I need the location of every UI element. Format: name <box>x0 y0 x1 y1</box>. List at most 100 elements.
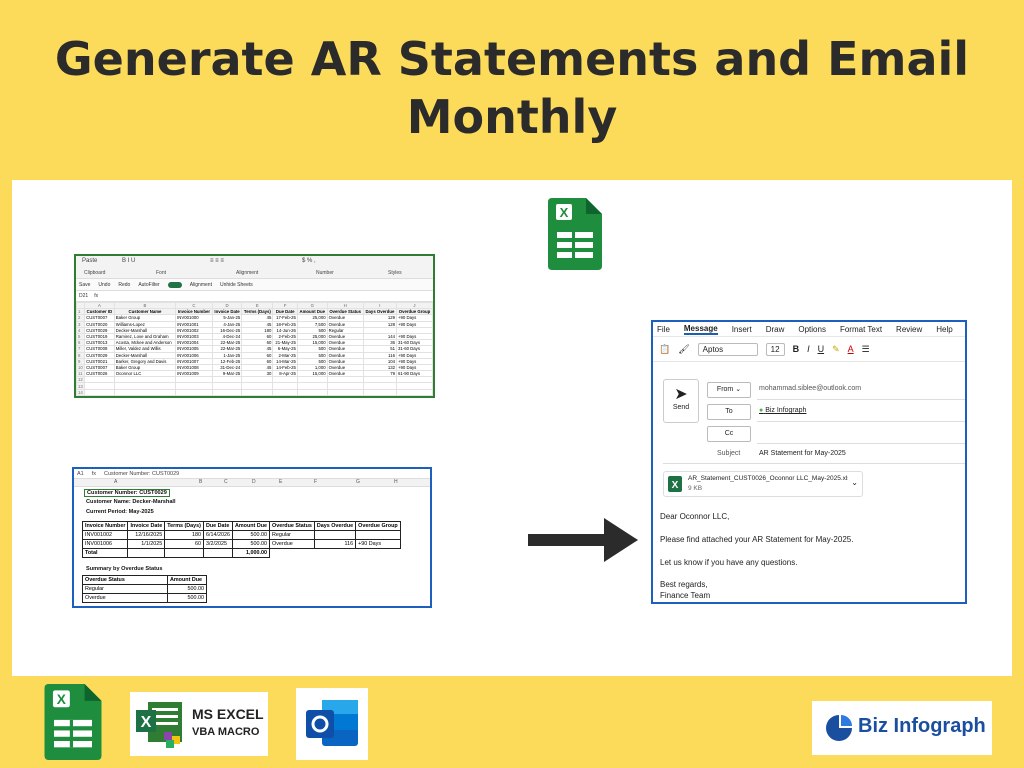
bullets-icon[interactable]: ☰ <box>861 343 870 354</box>
align-buttons[interactable]: ≡ ≡ ≡ <box>210 258 224 264</box>
menu-tab-review[interactable]: Review <box>896 324 923 334</box>
invoice-cell[interactable]: INV001006 <box>81 539 129 549</box>
italic-button[interactable]: I <box>807 344 810 354</box>
formula-content[interactable]: Customer Number: CUST0029 <box>104 470 180 477</box>
bold-button[interactable]: B I U <box>122 258 136 264</box>
to-recipient[interactable]: ● Biz Infograph <box>759 407 807 414</box>
invoice-cell[interactable]: INV001002 <box>81 530 129 540</box>
font-name-select[interactable]: Aptos <box>697 342 758 356</box>
underline-button[interactable]: U <box>817 344 825 354</box>
column-header[interactable]: Due Date <box>272 308 298 316</box>
invoice-cell[interactable]: 500.00 <box>231 539 271 549</box>
cc-divider <box>757 443 965 444</box>
invoice-cell[interactable]: 1/1/2025 <box>127 539 166 549</box>
format-painter-icon[interactable]: 🖌 <box>678 343 690 354</box>
column-letter: E <box>279 479 283 485</box>
invoice-cell[interactable]: 60 <box>164 539 204 549</box>
format-toolbar: 📋 🖌 Aptos 12 B I U ✎ A ☰ <box>653 337 965 362</box>
number-format-buttons[interactable]: $ % , <box>302 258 316 264</box>
table-cell[interactable] <box>362 388 398 396</box>
to-button[interactable]: To <box>707 404 751 420</box>
table-cell[interactable] <box>396 388 433 396</box>
invoice-cell[interactable]: 180 <box>164 530 204 540</box>
column-header[interactable]: Customer ID <box>84 308 115 316</box>
menu-tab-format-text[interactable]: Format Text <box>839 324 883 334</box>
summary-amount[interactable]: 500.00 <box>167 593 207 603</box>
cc-button[interactable]: Cc <box>707 426 751 442</box>
redo-button[interactable]: Redo <box>118 281 131 288</box>
undo-button[interactable]: Undo <box>98 281 111 288</box>
attachment-chip[interactable]: X AR_Statement_CUST0026_Oconnor LLC_May-… <box>663 471 863 497</box>
invoice-column-header: Invoice Number <box>81 521 129 531</box>
table-cell[interactable]: 14-Feb-25 <box>272 363 298 372</box>
table-cell[interactable]: 14-Jun-26 <box>272 326 298 334</box>
summary-amount[interactable]: 500.00 <box>167 584 207 594</box>
alignment-button[interactable]: Alignment <box>189 281 212 288</box>
formula-bar: D21 fx <box>76 291 433 302</box>
outlook-logo-icon <box>306 700 358 746</box>
column-header[interactable]: Terms (Days) <box>241 308 274 316</box>
table-cell[interactable] <box>84 388 115 396</box>
send-button[interactable]: ➤ Send <box>663 379 699 423</box>
table-cell[interactable]: Acosta, Mckee and Anderson <box>113 339 177 347</box>
invoice-cell[interactable]: 6/14/2026 <box>202 530 233 540</box>
highlight-icon[interactable]: ✎ <box>832 343 840 354</box>
column-header[interactable]: Amount Due <box>296 308 328 316</box>
table-cell[interactable]: 21-May-25 <box>272 339 298 347</box>
summary-status[interactable]: Regular <box>82 584 168 594</box>
excel-file-icon: X <box>668 476 682 492</box>
row-number: 14 <box>76 388 86 396</box>
font-color-icon[interactable]: A <box>847 344 854 354</box>
menu-tab-draw[interactable]: Draw <box>765 324 785 334</box>
table-cell[interactable]: 17-Feb-25 <box>272 314 298 322</box>
from-button[interactable]: From ⌄ <box>707 382 751 398</box>
menu-tab-options[interactable]: Options <box>798 324 826 334</box>
name-box[interactable]: D21 <box>79 293 89 299</box>
column-header[interactable]: Days Overdue <box>362 308 398 316</box>
paste-icon[interactable]: 📋 <box>659 343 671 354</box>
font-size-select[interactable]: 12 <box>765 342 785 356</box>
table-cell[interactable] <box>113 388 177 396</box>
summary-status[interactable]: Overdue <box>82 593 168 603</box>
table-cell[interactable] <box>211 388 243 396</box>
table-cell[interactable]: Ramirez, Love and Graham <box>113 332 177 341</box>
invoice-cell[interactable]: Overdue <box>269 539 315 549</box>
invoice-column-header: Terms (Days) <box>164 521 204 531</box>
fx-icon: fx <box>94 293 99 299</box>
invoice-cell[interactable] <box>355 530 401 540</box>
bold-button[interactable]: B <box>792 344 800 354</box>
menu-tab-message[interactable]: Message <box>683 323 718 335</box>
table-cell[interactable] <box>272 388 298 396</box>
column-header[interactable]: Overdue Group <box>396 308 433 316</box>
save-button[interactable]: Save <box>79 281 91 288</box>
invoice-cell[interactable]: 500.00 <box>231 530 271 540</box>
invoice-cell[interactable]: 116 <box>313 539 357 549</box>
subject-field[interactable]: AR Statement for May-2025 <box>759 450 846 457</box>
table-cell[interactable] <box>296 388 328 396</box>
column-header[interactable]: Invoice Number <box>175 308 213 316</box>
chevron-down-icon[interactable]: ⌄ <box>851 478 858 487</box>
invoice-column-header: Invoice Date <box>127 521 166 531</box>
autofilter-toggle[interactable] <box>167 281 182 288</box>
table-cell[interactable] <box>175 388 213 396</box>
menu-tab-help[interactable]: Help <box>936 324 953 334</box>
table-cell[interactable] <box>241 388 274 396</box>
invoice-cell[interactable] <box>313 530 357 540</box>
column-header[interactable]: Overdue Status <box>326 308 364 316</box>
table-cell[interactable]: Barker, Gregory and Davis <box>113 357 177 365</box>
unhide-sheets-button[interactable]: Unhide Sheets <box>219 281 253 288</box>
table-cell[interactable] <box>326 388 364 396</box>
column-header[interactable]: Invoice Date <box>211 308 243 316</box>
invoice-cell[interactable]: Regular <box>269 530 315 540</box>
menu-tab-insert[interactable]: Insert <box>731 324 752 334</box>
invoice-cell[interactable]: 12/16/2025 <box>127 530 166 540</box>
to-divider <box>757 421 965 422</box>
invoice-cell[interactable]: 3/2/2025 <box>202 539 233 549</box>
menu-tab-file[interactable]: File <box>657 324 670 334</box>
cell-reference[interactable]: A1 <box>77 470 84 477</box>
invoice-cell[interactable]: +90 Days <box>355 539 401 549</box>
table-cell[interactable]: 18-Feb-25 <box>272 320 298 328</box>
table-cell[interactable]: 14-Mar-25 <box>272 357 298 365</box>
paste-button[interactable]: Paste <box>82 258 98 264</box>
